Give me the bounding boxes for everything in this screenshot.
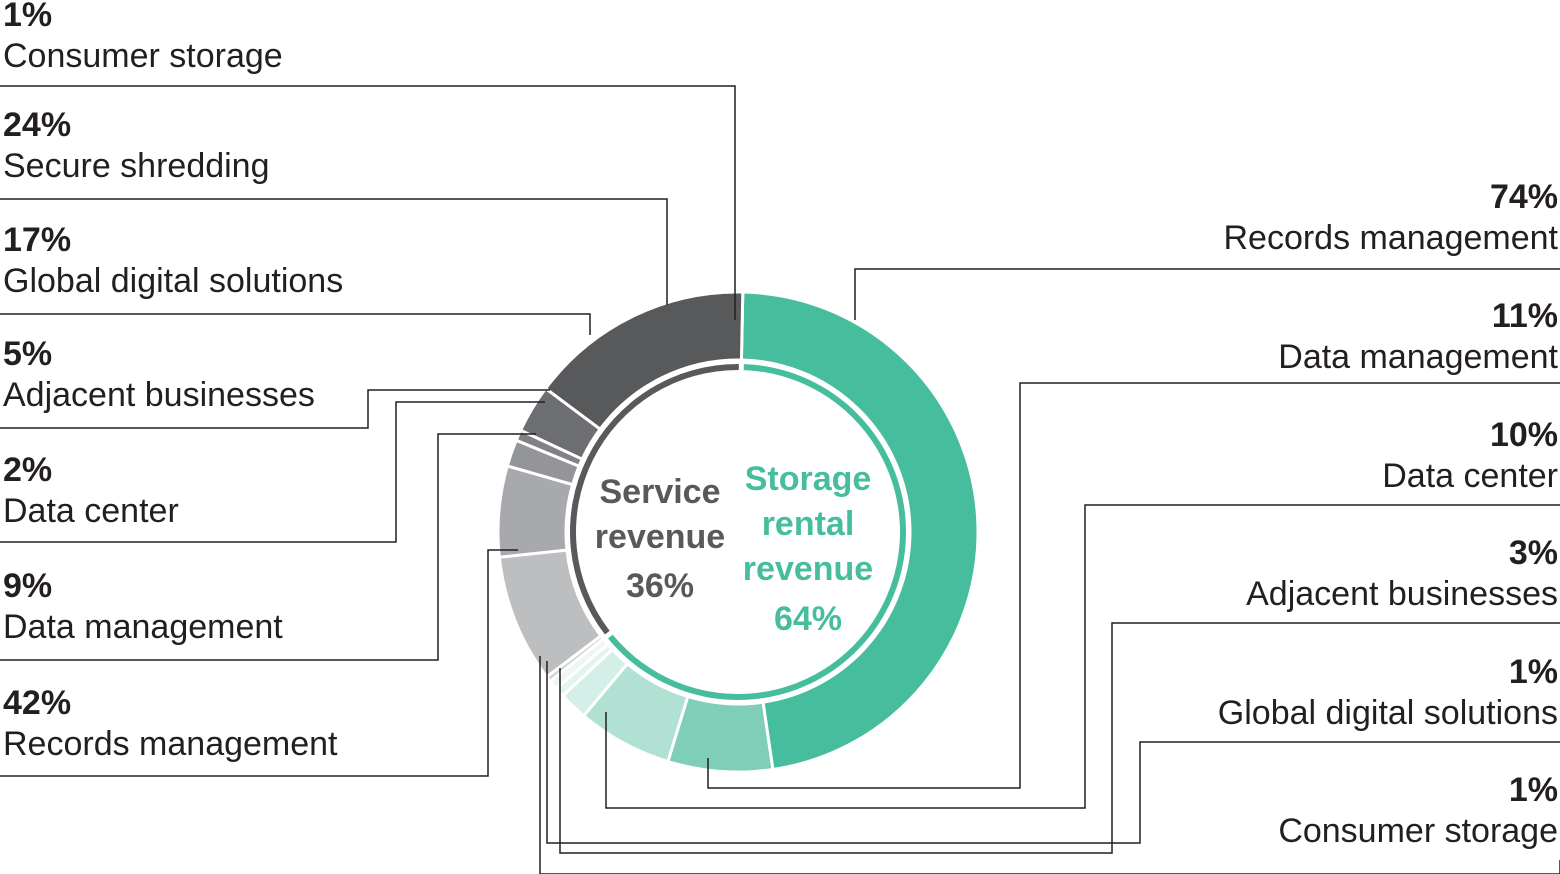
segment-label-service-revenue-global-digital-solutions: Global digital solutions — [3, 262, 343, 300]
segment-pct-storage-rental-revenue-data-management: 11% — [1492, 297, 1558, 335]
leader-service-revenue-adjacent-businesses — [0, 389, 550, 429]
service-center-line2: revenue — [595, 518, 725, 556]
segment-pct-service-revenue-secure-shredding: 24% — [3, 106, 71, 144]
segment-pct-storage-rental-revenue-consumer-storage: 1% — [1509, 771, 1558, 809]
segment-service-revenue-records-management — [543, 290, 745, 432]
storage-center-line1: Storage — [745, 460, 872, 498]
segment-pct-service-revenue-data-management: 9% — [3, 567, 52, 605]
leader-service-revenue-data-center — [0, 401, 545, 543]
leader-storage-rental-revenue-consumer-storage — [539, 656, 1560, 874]
leader-service-revenue-global-digital-solutions — [0, 313, 591, 335]
leader-storage-rental-revenue-data-center — [605, 504, 1560, 809]
segment-service-revenue-data-management — [518, 386, 603, 462]
center-service-label: Service revenue 36% — [595, 473, 725, 605]
leader-storage-rental-revenue-records-management — [854, 268, 1560, 320]
segment-label-storage-rental-revenue-records-management: Records management — [1223, 219, 1558, 257]
leader-service-revenue-secure-shredding — [0, 198, 668, 305]
segment-storage-rental-revenue-records-management — [739, 290, 980, 772]
segment-service-revenue-adjacent-businesses — [505, 438, 582, 487]
storage-center-line3: revenue — [743, 550, 873, 588]
segment-pct-service-revenue-global-digital-solutions: 17% — [3, 221, 71, 259]
leader-storage-rental-revenue-adjacent-businesses — [559, 622, 1560, 854]
segment-label-service-revenue-secure-shredding: Secure shredding — [3, 147, 270, 185]
storage-rental-revenue-inner-ring — [608, 364, 906, 700]
service-center-line1: Service — [600, 473, 721, 511]
segment-pct-service-revenue-consumer-storage: 1% — [3, 0, 52, 34]
segment-label-storage-rental-revenue-global-digital-solutions: Global digital solutions — [1218, 694, 1558, 732]
donut-segments — [496, 290, 980, 774]
segment-pct-service-revenue-records-management: 42% — [3, 684, 71, 722]
segment-label-service-revenue-data-management: Data management — [3, 608, 283, 646]
segment-pct-storage-rental-revenue-data-center: 10% — [1490, 416, 1558, 454]
leader-storage-rental-revenue-data-management — [707, 382, 1560, 789]
segment-service-revenue-global-digital-solutions — [496, 464, 575, 559]
segment-label-service-revenue-adjacent-businesses: Adjacent businesses — [3, 376, 315, 414]
segment-pct-storage-rental-revenue-global-digital-solutions: 1% — [1509, 653, 1558, 691]
segment-pct-service-revenue-data-center: 2% — [3, 451, 52, 489]
segment-pct-storage-rental-revenue-adjacent-businesses: 3% — [1509, 534, 1558, 572]
storage-center-share: 64% — [774, 600, 842, 638]
segment-service-revenue-secure-shredding — [497, 548, 604, 680]
segment-pct-storage-rental-revenue-records-management: 74% — [1490, 178, 1558, 216]
leader-service-revenue-data-management — [0, 433, 536, 661]
segment-label-service-revenue-consumer-storage: Consumer storage — [3, 37, 283, 75]
center-storage-label: Storage rental revenue 64% — [743, 460, 873, 638]
leader-storage-rental-revenue-global-digital-solutions — [546, 661, 1560, 844]
leader-service-revenue-records-management — [0, 549, 518, 777]
segment-label-storage-rental-revenue-consumer-storage: Consumer storage — [1278, 812, 1558, 850]
inner-group-rings — [569, 364, 906, 700]
segment-service-revenue-consumer-storage — [544, 633, 606, 684]
segment-label-storage-rental-revenue-data-management: Data management — [1278, 338, 1558, 376]
segment-label-service-revenue-data-center: Data center — [3, 492, 179, 530]
segment-label-service-revenue-records-management: Records management — [3, 725, 338, 763]
segment-label-storage-rental-revenue-adjacent-businesses: Adjacent businesses — [1246, 575, 1558, 613]
leader-lines — [0, 85, 1560, 874]
storage-center-line2: rental — [762, 505, 855, 543]
leader-service-revenue-consumer-storage — [0, 85, 736, 320]
service-center-share: 36% — [626, 567, 694, 605]
segment-pct-service-revenue-adjacent-businesses: 5% — [3, 335, 52, 373]
segment-label-storage-rental-revenue-data-center: Data center — [1382, 457, 1558, 495]
